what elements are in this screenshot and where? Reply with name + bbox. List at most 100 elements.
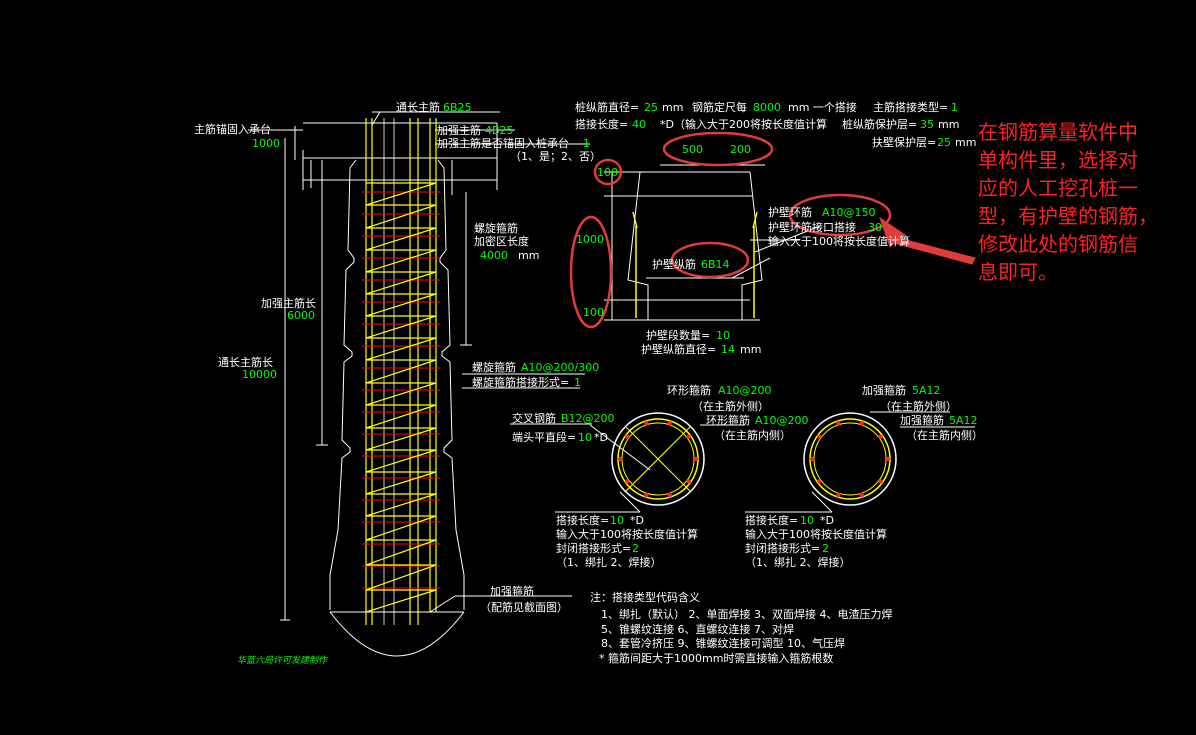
sr-lap-unit: *D <box>820 514 834 527</box>
long-bar-value: 6B14 <box>701 258 730 271</box>
sl-ring2-label: 环形箍筋 <box>706 413 750 427</box>
sl-cross-label: 交叉钢筋 <box>512 411 556 425</box>
notes-line4: * 箍筋间距大于1000mm时需直接输入箍筋根数 <box>599 651 833 665</box>
section-right <box>745 411 975 513</box>
strengthen-anchor-label: 加强主筋是否锚固入桩承台 <box>437 136 569 150</box>
long-bar-dia-unit: mm <box>740 343 761 356</box>
sl-lap-note: 输入大于100将按长度值计算 <box>556 527 698 541</box>
pile-spiral <box>365 182 437 613</box>
section-bar-dot <box>625 479 630 484</box>
ring-lap-value: 30 <box>868 221 882 234</box>
strengthen-stirrup-note: （配筋见截面图） <box>480 600 568 614</box>
sr-lap-label: 搭接长度= <box>745 513 798 527</box>
pile-cap <box>302 122 498 195</box>
pile-elevation <box>248 111 590 657</box>
strengthen-bar-label: 加强主筋 <box>437 123 481 137</box>
sl-closure-label: 封闭搭接形式= <box>556 541 631 555</box>
fixed-length-value: 8000 <box>753 101 781 114</box>
section-bar-dot <box>686 434 691 439</box>
dim-left-top: 100 <box>597 166 618 179</box>
long-bar-label: 护壁纵筋 <box>652 257 696 271</box>
spiral-stirrup-label: 螺旋箍筋 <box>472 360 516 374</box>
segment-count-label: 护壁段数量= <box>646 328 710 342</box>
sr-strengthen-value: 5A12 <box>912 384 941 397</box>
sr-strengthen-outer: （在主筋外侧） <box>880 399 957 413</box>
sl-ring2-inner: （在主筋内侧） <box>714 428 791 442</box>
lap-length-note: *D（输入大于200将按长度值计算 <box>660 117 827 131</box>
section-bar-dot <box>686 479 691 484</box>
instruction-callout: 在钢筋算量软件中 单构件里，选择对 应的人工挖孔桩一 型，有护壁的钢筋， 修改此… <box>978 118 1192 286</box>
callout-line-4: 型，有护壁的钢筋， <box>978 204 1158 228</box>
section-left-bars <box>617 420 699 498</box>
section-bar-dot <box>644 420 649 426</box>
pile-bar-dia-unit: mm <box>662 101 683 114</box>
main-lap-type-label: 主筋搭接类型= <box>873 100 948 114</box>
sr-strengthen2-value: 5A12 <box>949 414 978 427</box>
callout-line-3: 应的人工挖孔桩一 <box>978 176 1138 200</box>
sl-ring2-value: A10@200 <box>755 414 809 427</box>
sr-strengthen2-label: 加强箍筋 <box>900 413 944 427</box>
section-bar-dot <box>878 434 883 439</box>
sr-closure-label: 封闭搭接形式= <box>745 541 820 555</box>
ring-bar-label: 护壁环筋 <box>768 205 812 219</box>
sr-closure-options: （1、绑扎 2、焊接） <box>745 555 851 569</box>
pile-bar-dia-value: 25 <box>644 101 658 114</box>
section-bar-dot <box>817 434 822 439</box>
long-bar-dia-label: 护壁纵筋直径= <box>641 342 716 356</box>
spiral-dense-label-1: 螺旋箍筋 <box>474 221 518 235</box>
strengthen-length-label: 加强主筋长 <box>261 296 316 310</box>
ring-lap-label: 护壁环筋接口搭接 <box>768 220 856 234</box>
wall-elevation <box>569 131 976 329</box>
section-bar-dot <box>667 492 672 498</box>
footer-note: 华蓝六局许可发建制作 <box>237 655 329 666</box>
pile-dimensions <box>248 111 590 621</box>
lap-length-label: 搭接长度= <box>575 117 628 131</box>
sr-lap-note: 输入大于100将按长度值计算 <box>745 527 887 541</box>
sl-ring-value: A10@200 <box>718 384 772 397</box>
section-bar-dot <box>693 456 699 462</box>
anchor-value: 1000 <box>252 137 280 150</box>
notes-line3: 8、套管冷挤压 9、锥螺纹连接可调型 10、气压焊 <box>601 636 845 650</box>
pile-cover-label: 桩纵筋保护层= <box>842 117 917 131</box>
callout-line-2: 单构件里，选择对 <box>978 148 1138 172</box>
through-length-value: 10000 <box>242 368 277 381</box>
through-bar-label: 通长主筋 <box>396 100 440 114</box>
section-bar-dot <box>625 434 630 439</box>
spiral-lap-value: 1 <box>574 376 581 389</box>
dim-top-1: 500 <box>682 143 703 156</box>
dim-left-bot: 100 <box>583 306 604 319</box>
spiral-dense-unit: mm <box>518 249 539 262</box>
strengthen-bar-value: 4B25 <box>485 124 514 137</box>
strengthen-anchor-value: 1 <box>583 137 590 150</box>
sr-strengthen-label: 加强箍筋 <box>862 383 906 397</box>
sl-ring-outer: （在主筋外侧） <box>692 399 769 413</box>
lap-length-value: 40 <box>632 118 646 131</box>
sl-end-unit: *D <box>594 431 608 444</box>
wall-outline <box>604 164 821 321</box>
sl-cross-value: B12@200 <box>561 412 615 425</box>
section-bar-dot <box>817 479 822 484</box>
notes-line1: 1、绑扎（默认） 2、单面焊接 3、双面焊接 4、电渣压力焊 <box>601 607 892 621</box>
pile-bar-dia-label: 桩纵筋直径= <box>575 100 639 114</box>
section-left <box>510 412 745 513</box>
callout-arrow <box>879 216 976 265</box>
strengthen-stirrup-label: 加强箍筋 <box>490 584 534 598</box>
anchor-label: 主筋锚固入承台 <box>194 122 271 136</box>
section-bar-dot <box>836 492 841 498</box>
through-bar-value: 6B25 <box>443 101 472 114</box>
dim-top-2: 200 <box>730 143 751 156</box>
strengthen-anchor-options: （1、是；2、否） <box>510 150 601 163</box>
sl-end-label: 端头平直段= <box>512 430 576 444</box>
spiral-dense-label-2: 加密区长度 <box>474 234 529 248</box>
wall-cover-unit: mm <box>955 136 976 149</box>
highlight-ellipses <box>569 131 892 329</box>
pile-outline <box>329 159 465 657</box>
sl-ring-label: 环形箍筋 <box>667 383 711 397</box>
sl-end-value: 10 <box>578 431 592 444</box>
section-bar-dot <box>859 420 864 426</box>
wall-bars <box>632 211 758 318</box>
sr-strengthen2-inner: （在主筋内侧） <box>906 428 983 442</box>
section-bar-dot <box>644 492 649 498</box>
section-bar-dot <box>859 492 864 498</box>
